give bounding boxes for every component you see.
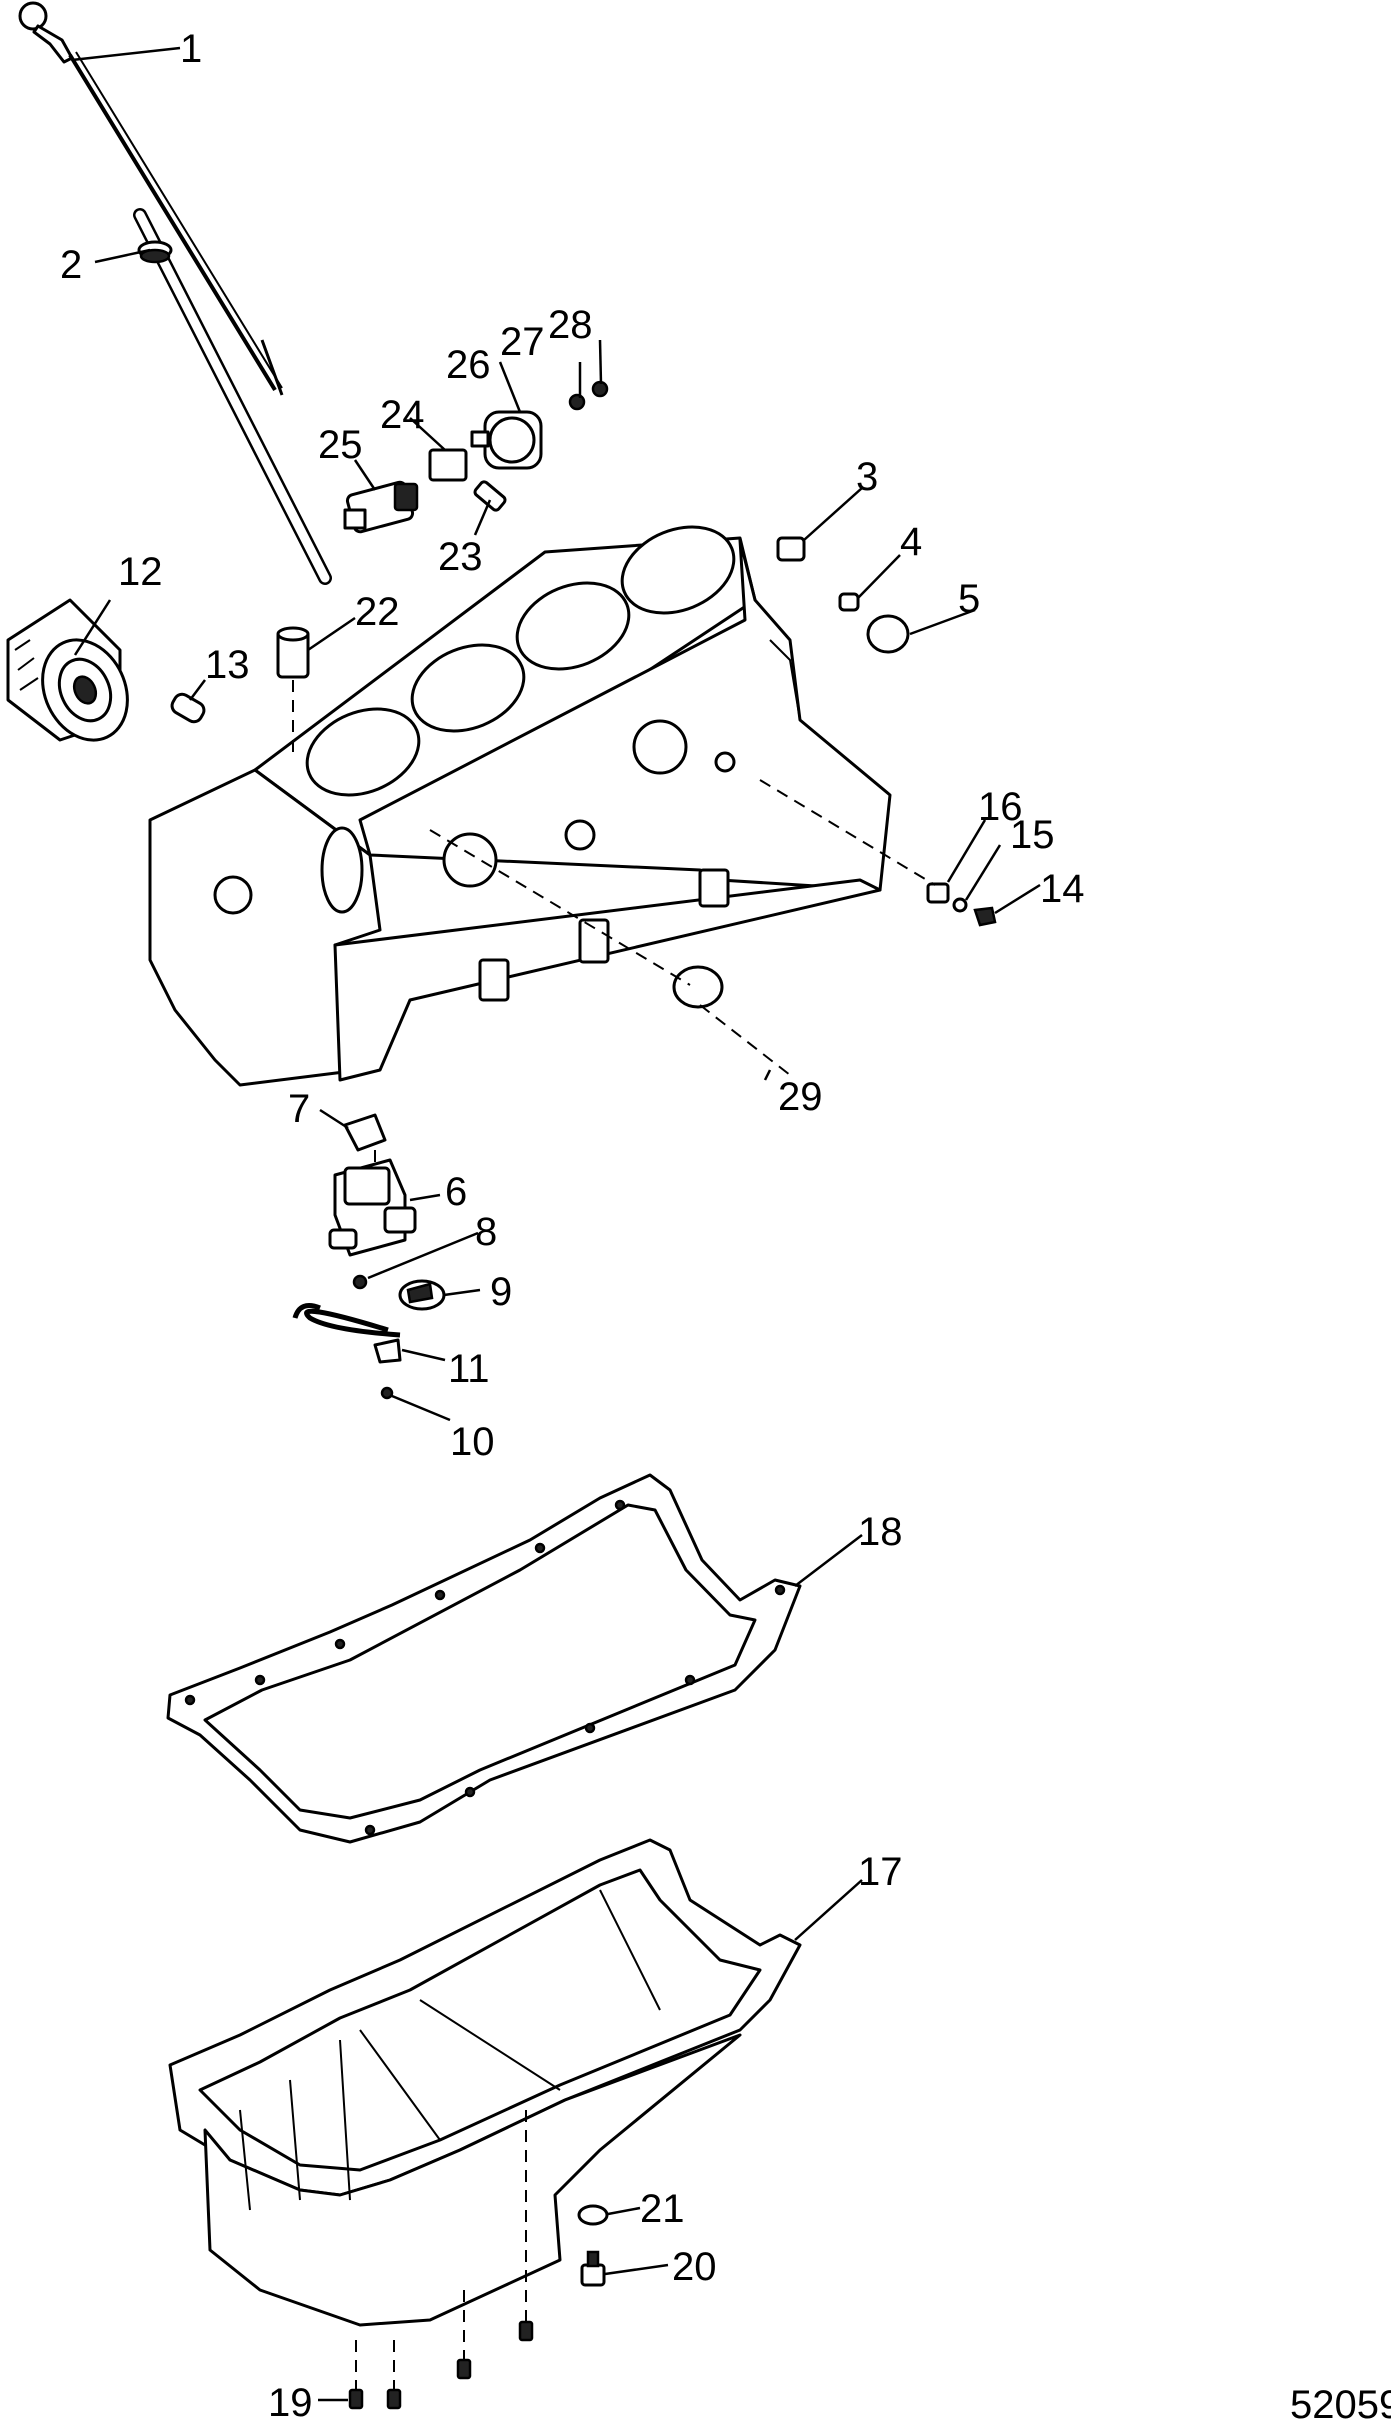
callout-10: 10 <box>450 1420 495 1464</box>
callout-18: 18 <box>858 1510 903 1554</box>
callout-3: 3 <box>856 455 878 499</box>
callout-28: 28 <box>548 303 593 347</box>
callout-6: 6 <box>445 1170 467 1214</box>
callout-12: 12 <box>118 550 163 594</box>
callout-2: 2 <box>60 243 82 287</box>
callout-4: 4 <box>900 520 922 564</box>
nut <box>568 393 586 411</box>
callout-24: 24 <box>380 393 425 437</box>
oil-pan-gasket <box>166 1473 802 1844</box>
callout-1: 1 <box>180 27 202 71</box>
callout-15: 15 <box>1010 813 1055 857</box>
drain-fitting <box>926 882 950 904</box>
drain-plug <box>973 906 997 927</box>
small-plug <box>838 592 860 612</box>
dipstick-tube <box>133 208 332 585</box>
pan-bolt <box>348 2388 364 2410</box>
callout-13: 13 <box>205 643 250 687</box>
mounting-bracket <box>343 1113 387 1152</box>
hose-assembly <box>292 1279 446 1338</box>
pressure-switch <box>428 448 468 482</box>
pan-bolt <box>386 2388 402 2410</box>
valve-assembly <box>328 1158 417 1257</box>
callout-27: 27 <box>500 320 545 364</box>
dowel-pin <box>170 692 206 724</box>
callout-8: 8 <box>475 1210 497 1254</box>
pan-bolt <box>456 2358 472 2380</box>
callout-20: 20 <box>672 2245 717 2289</box>
callout-19: 19 <box>268 2381 313 2423</box>
pan-drain-plug <box>580 2250 606 2287</box>
small-screw <box>380 1386 394 1400</box>
callout-22: 22 <box>355 590 400 634</box>
fitting <box>473 480 507 512</box>
oil-pan <box>168 1838 802 2327</box>
screw <box>352 1274 368 1290</box>
dipstick <box>18 1 284 396</box>
callout-17: 17 <box>858 1850 903 1894</box>
clip <box>373 1338 402 1364</box>
oil-pressure-sender <box>343 480 419 534</box>
drain-washer <box>952 897 968 913</box>
block-expansion-plug <box>672 965 724 1009</box>
callout-21: 21 <box>640 2187 685 2231</box>
callout-16: 16 <box>978 785 1023 829</box>
figure-number: 52059 <box>1290 2383 1391 2423</box>
callout-9: 9 <box>490 1270 512 1314</box>
oil-filter <box>6 598 129 742</box>
expansion-plug <box>866 614 910 654</box>
sleeve-bushing <box>276 626 310 679</box>
washer <box>591 380 609 398</box>
pan-bolt <box>518 2320 534 2342</box>
drain-washer-pan <box>577 2204 609 2226</box>
engine-block <box>148 525 892 1087</box>
callout-29: 29 <box>778 1075 823 1119</box>
callout-25: 25 <box>318 423 363 467</box>
callout-14: 14 <box>1040 867 1085 911</box>
callout-23: 23 <box>438 535 483 579</box>
callout-26: 26 <box>446 343 491 387</box>
callout-11: 11 <box>448 1347 490 1391</box>
pipe-plug <box>776 536 806 562</box>
callout-5: 5 <box>958 577 980 621</box>
gauge-sender <box>470 410 543 470</box>
callout-7: 7 <box>288 1087 310 1131</box>
